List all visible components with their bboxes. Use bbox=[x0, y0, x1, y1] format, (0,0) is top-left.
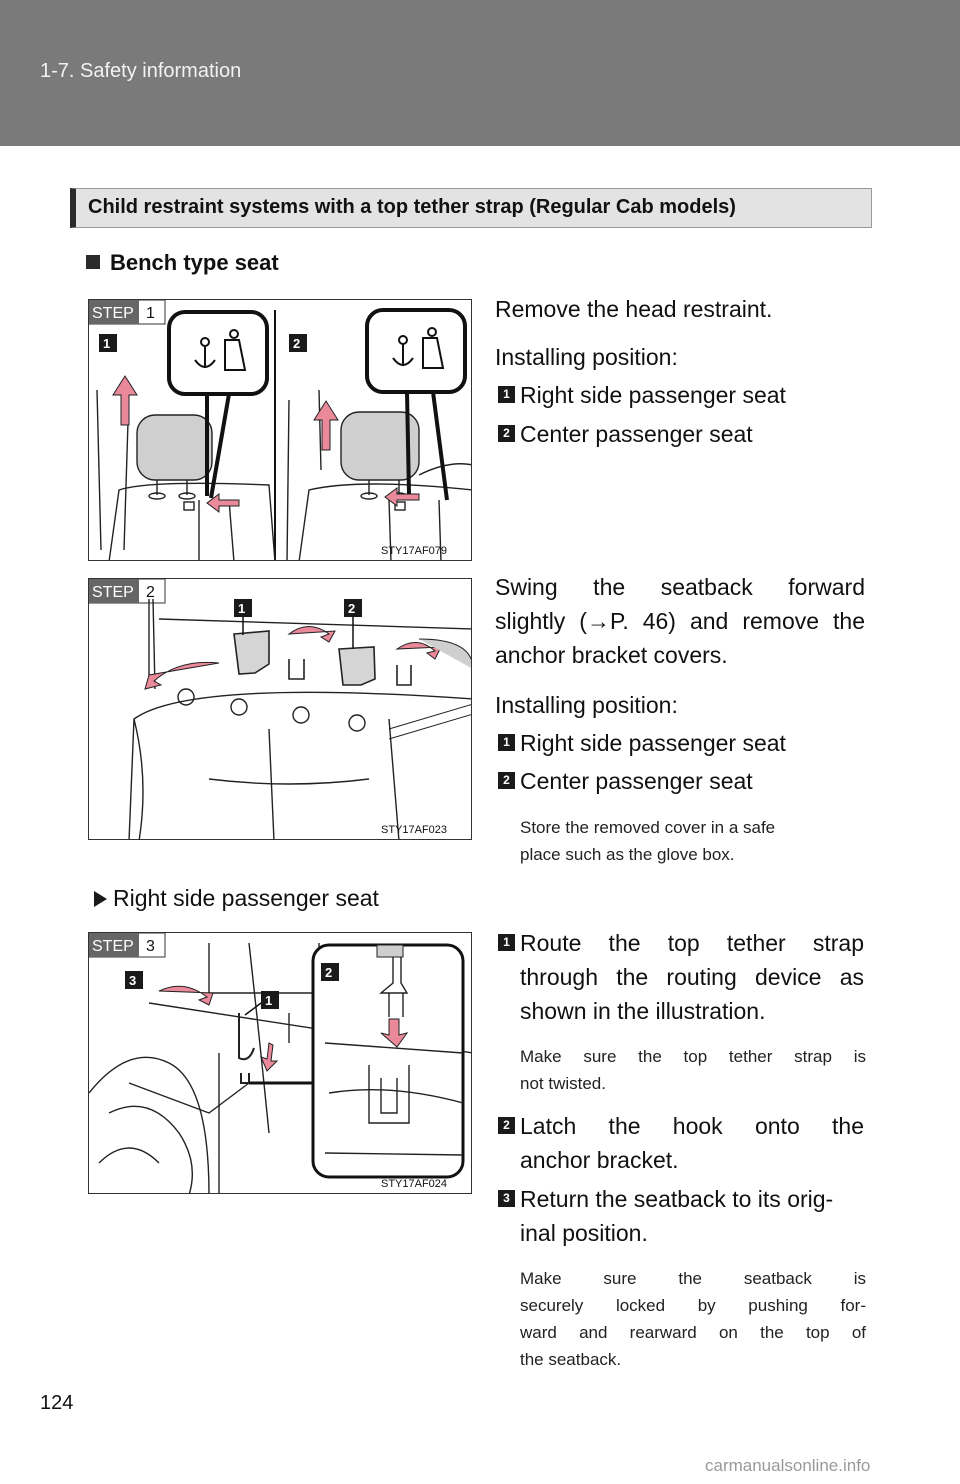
page-number: 124 bbox=[40, 1392, 74, 1414]
page-header: 1-7. Safety information bbox=[0, 0, 960, 146]
step2-position-2: 2 Center passenger seat bbox=[498, 766, 868, 796]
step3-item3-line1: Return the seatback to its orig- bbox=[520, 1186, 834, 1212]
step-label: STEP bbox=[92, 305, 134, 322]
step3-note1-line1: Make sure the top tether strap is bbox=[520, 1047, 866, 1066]
position-text: Center passenger seat bbox=[520, 421, 753, 447]
step-number: 3 bbox=[146, 938, 155, 955]
step2-instruction-line1: Swing the seatback forward bbox=[495, 574, 865, 600]
step3-item-3: 3 Return the seatback to its orig- inal … bbox=[498, 1184, 868, 1250]
step2-position-1: 1 Right side passenger seat bbox=[498, 728, 868, 758]
figure-step-3: STEP 3 bbox=[88, 932, 472, 1194]
step3-item3-line2: inal position. bbox=[520, 1220, 648, 1246]
position-text: Right side passenger seat bbox=[520, 382, 786, 408]
step3-item2-line2: anchor bracket. bbox=[520, 1147, 679, 1173]
triangle-bullet-icon bbox=[94, 891, 107, 907]
step-label: STEP bbox=[92, 584, 134, 601]
watermark: carmanualsonline.info bbox=[705, 1456, 871, 1475]
step3-item-1: 1 Route the top tether strap through the… bbox=[498, 928, 868, 1028]
step3-item1-line1: Route the top tether strap bbox=[520, 930, 864, 956]
step1-position-2: 2 Center passenger seat bbox=[498, 419, 868, 449]
marker-2: 2 bbox=[348, 601, 355, 616]
step3-note1-line2: not twisted. bbox=[520, 1074, 606, 1093]
step1-instruction: Remove the head restraint. bbox=[495, 296, 773, 322]
number-badge-icon: 3 bbox=[498, 1190, 515, 1207]
step-number: 1 bbox=[146, 305, 155, 322]
step-label: STEP bbox=[92, 938, 134, 955]
number-badge-icon: 2 bbox=[498, 425, 515, 442]
square-bullet-icon bbox=[86, 255, 100, 269]
step3-item2-line1: Latch the hook onto the bbox=[520, 1113, 864, 1139]
step1-position-label: Installing position: bbox=[495, 344, 678, 370]
figure-step-1: STEP 1 1 2 bbox=[88, 299, 472, 561]
step3-item1-line2: through the routing device as bbox=[520, 964, 864, 990]
step3-note3-line4: the seatback. bbox=[520, 1350, 622, 1369]
subheading: Bench type seat bbox=[86, 250, 279, 276]
marker-1: 1 bbox=[238, 601, 245, 616]
right-side-heading: Right side passenger seat bbox=[94, 883, 379, 913]
marker-3: 3 bbox=[129, 973, 136, 988]
step3-item1-line3: shown in the illustration. bbox=[520, 998, 766, 1024]
marker-2: 2 bbox=[293, 336, 300, 351]
step3-note3-line1: Make sure the seatback is bbox=[520, 1269, 866, 1288]
marker-1: 1 bbox=[265, 993, 272, 1008]
chapter-title: 1-7. Safety information bbox=[40, 60, 242, 82]
right-side-heading-text: Right side passenger seat bbox=[113, 885, 379, 911]
step2-note-line2: place such as the glove box. bbox=[520, 845, 735, 864]
number-badge-icon: 1 bbox=[498, 734, 515, 751]
section-title-bar: Child restraint systems with a top tethe… bbox=[70, 188, 872, 228]
figure-code: STY17AF023 bbox=[381, 824, 447, 836]
position-text: Right side passenger seat bbox=[520, 730, 786, 756]
step1-position-1: 1 Right side passenger seat bbox=[498, 380, 868, 410]
step3-note3-line3: ward and rearward on the top of bbox=[520, 1323, 866, 1342]
section-title: Child restraint systems with a top tethe… bbox=[88, 196, 736, 218]
step2-note-line1: Store the removed cover in a safe bbox=[520, 818, 776, 837]
step2-instruction-line3: anchor bracket covers. bbox=[495, 642, 728, 668]
number-badge-icon: 2 bbox=[498, 772, 515, 789]
number-badge-icon: 1 bbox=[498, 934, 515, 951]
step2-position-label: Installing position: bbox=[495, 692, 678, 718]
subheading-text: Bench type seat bbox=[110, 250, 279, 275]
step-number: 2 bbox=[146, 584, 155, 601]
number-badge-icon: 2 bbox=[498, 1117, 515, 1134]
figure-step-2: STEP 2 1 2 bbox=[88, 578, 472, 840]
number-badge-icon: 1 bbox=[498, 386, 515, 403]
step3-note3-line2: securely locked by pushing for- bbox=[520, 1296, 866, 1315]
step2-instruction-line2: slightly (→P. 46) and remove the bbox=[495, 608, 865, 634]
figure-code: STY17AF079 bbox=[381, 545, 447, 557]
step3-item-2: 2 Latch the hook onto the anchor bracket… bbox=[498, 1111, 868, 1177]
figure-code: STY17AF024 bbox=[381, 1178, 447, 1190]
marker-1: 1 bbox=[103, 336, 110, 351]
marker-2: 2 bbox=[325, 965, 332, 980]
position-text: Center passenger seat bbox=[520, 768, 753, 794]
